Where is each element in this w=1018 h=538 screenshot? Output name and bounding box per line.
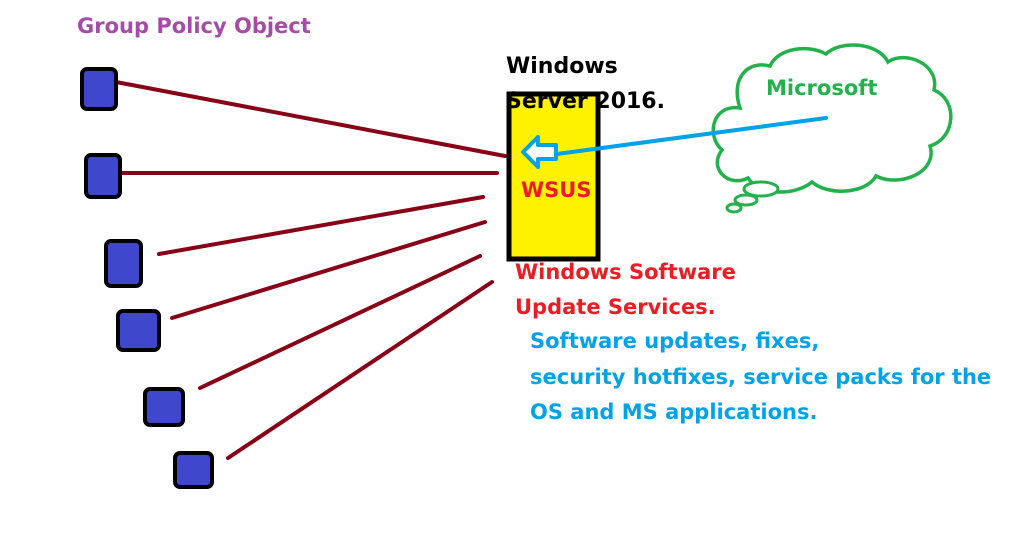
cloud-bubble-small	[725, 202, 743, 214]
microsoft-cloud-icon	[711, 43, 953, 214]
description-line1: Software updates, fixes,	[530, 329, 820, 353]
wsus-full-name-line2: Update Services.	[515, 295, 716, 319]
client-computer-icon	[173, 451, 214, 489]
group-policy-object-title: Group Policy Object	[77, 14, 311, 38]
client-computer-icon	[143, 387, 185, 427]
server-name-line2: Server 2016.	[506, 89, 665, 114]
left-arrow-icon	[521, 135, 558, 169]
client-link-line	[157, 195, 485, 256]
client-computer-icon	[80, 67, 118, 111]
client-link-line	[198, 254, 482, 390]
wsus-label: WSUS	[521, 178, 592, 202]
client-link-line	[226, 280, 494, 460]
description-line2: security hotfixes, service packs for the	[530, 365, 992, 389]
client-links	[114, 80, 507, 460]
wsus-server-box	[506, 91, 601, 262]
client-link-line	[114, 80, 507, 158]
description-line3: OS and MS applications.	[530, 400, 818, 424]
microsoft-label: Microsoft	[766, 76, 878, 100]
wsus-full-name-line1: Windows Software	[515, 260, 736, 284]
client-link-line	[170, 220, 487, 320]
update-link-line	[540, 116, 828, 158]
cloud-icon	[711, 43, 953, 194]
client-computers	[80, 67, 214, 489]
server-name-line1: Windows	[506, 54, 618, 79]
client-computer-icon	[84, 153, 122, 199]
client-computer-icon	[104, 239, 143, 288]
cloud-bubble-large	[742, 180, 780, 198]
cloud-bubble-medium	[733, 193, 759, 207]
client-computer-icon	[116, 309, 161, 352]
